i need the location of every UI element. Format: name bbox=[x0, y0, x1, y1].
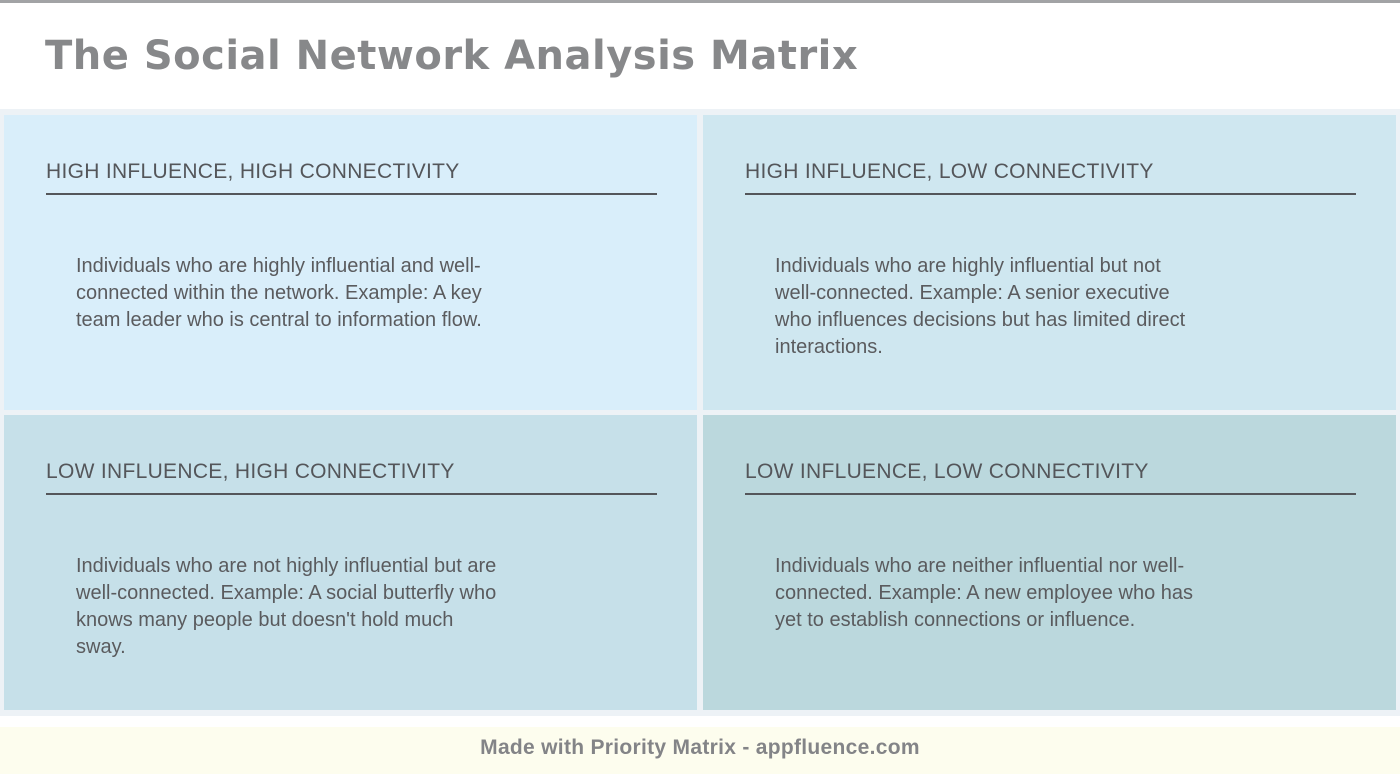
quadrant-description: Individuals who are not highly influenti… bbox=[76, 555, 497, 658]
page-header: The Social Network Analysis Matrix bbox=[0, 3, 1400, 109]
quadrant-low-influence-low-connectivity: LOW INFLUENCE, LOW CONNECTIVITY Individu… bbox=[703, 415, 1396, 710]
quadrant-heading: HIGH INFLUENCE, HIGH CONNECTIVITY bbox=[46, 160, 657, 195]
quadrant-low-influence-high-connectivity: LOW INFLUENCE, HIGH CONNECTIVITY Individ… bbox=[4, 415, 697, 710]
quadrant-high-influence-high-connectivity: HIGH INFLUENCE, HIGH CONNECTIVITY Indivi… bbox=[4, 115, 697, 410]
quadrant-high-influence-low-connectivity: HIGH INFLUENCE, LOW CONNECTIVITY Individ… bbox=[703, 115, 1396, 410]
quadrant-description: Individuals who are highly influential a… bbox=[76, 255, 482, 331]
page-title: The Social Network Analysis Matrix bbox=[45, 33, 859, 79]
quadrant-description: Individuals who are highly influential b… bbox=[775, 255, 1186, 358]
footer-branding: Made with Priority Matrix - appfluence.c… bbox=[0, 727, 1400, 774]
top-border bbox=[0, 0, 1400, 3]
quadrant-heading: HIGH INFLUENCE, LOW CONNECTIVITY bbox=[745, 160, 1356, 195]
quadrant-heading: LOW INFLUENCE, HIGH CONNECTIVITY bbox=[46, 460, 657, 495]
quadrant-heading: LOW INFLUENCE, LOW CONNECTIVITY bbox=[745, 460, 1356, 495]
footer-spacer bbox=[0, 716, 1400, 727]
quadrant-matrix: HIGH INFLUENCE, HIGH CONNECTIVITY Indivi… bbox=[0, 109, 1400, 716]
quadrant-description: Individuals who are neither influential … bbox=[775, 555, 1194, 631]
